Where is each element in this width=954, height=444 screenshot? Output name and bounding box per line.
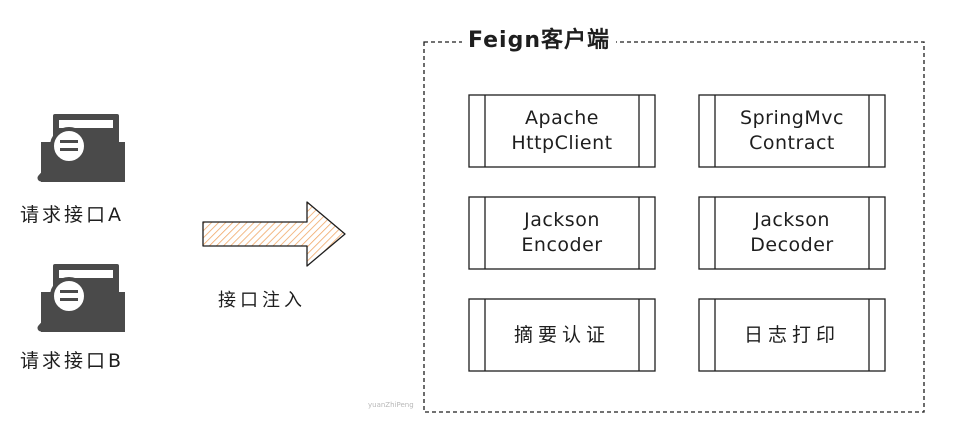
component-line: Encoder <box>521 234 603 256</box>
request-a-label: 请求接口A <box>20 204 124 226</box>
inject-label: 接口注入 <box>218 290 306 311</box>
component-line: Jackson <box>524 209 600 232</box>
component-digest-auth: 摘要认证 <box>468 298 656 372</box>
component-springmvc-contract: SpringMvc Contract <box>698 94 886 168</box>
component-line: Apache <box>525 107 599 130</box>
component-jackson-decoder: Jackson Decoder <box>698 196 886 270</box>
right-arrow-icon <box>202 201 346 267</box>
component-line: Decoder <box>750 234 834 256</box>
component-line: HttpClient <box>511 132 613 154</box>
component-jackson-encoder: Jackson Encoder <box>468 196 656 270</box>
request-b-label: 请求接口B <box>20 350 125 372</box>
feign-client-title: Feign客户端 <box>462 28 617 55</box>
component-line: Jackson <box>754 209 830 232</box>
component-apache-httpclient: Apache HttpClient <box>468 94 656 168</box>
search-document-icon <box>37 114 125 182</box>
component-line: 摘要认证 <box>513 323 610 346</box>
component-line: SpringMvc <box>740 107 844 130</box>
component-line: 日志打印 <box>743 323 840 346</box>
component-log-print: 日志打印 <box>698 298 886 372</box>
component-line: Contract <box>749 132 835 154</box>
search-document-icon <box>37 264 125 332</box>
watermark: yuanZhiPeng <box>368 401 414 409</box>
